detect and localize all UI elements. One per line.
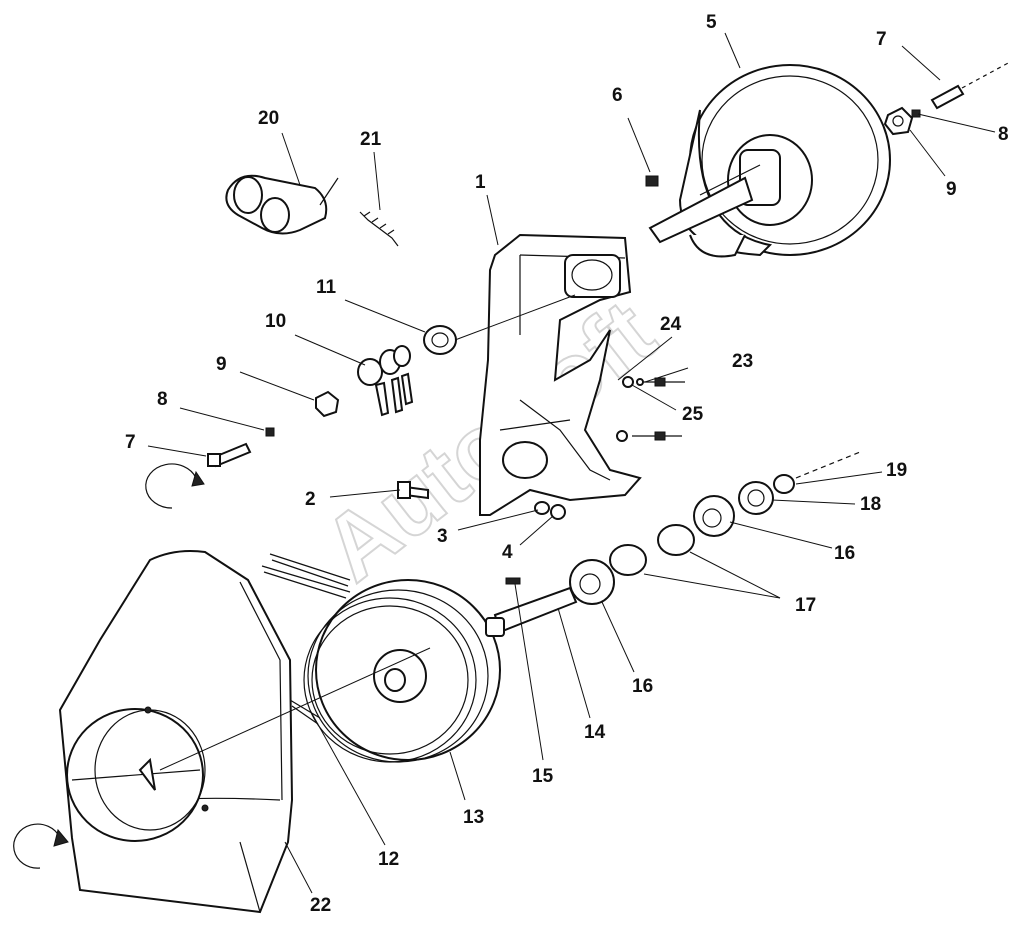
callout-23: 23 [732,351,753,372]
callout-4: 4 [502,542,513,563]
part-18-seal [738,481,774,515]
part-17-snap-rings [609,524,695,576]
part-5-blower-housing [648,64,891,258]
part-8-washer-top [911,109,921,118]
callout-8-top: 8 [998,124,1009,145]
part-7-bolt-top [930,61,1011,110]
callout-18: 18 [860,494,881,515]
part-9-nut-top [883,106,914,136]
part-25-nut [632,378,682,441]
callout-7-left: 7 [125,432,136,453]
part-3-washer [534,501,550,515]
callout-3: 3 [437,526,448,547]
callout-labels: 1 2 3 4 5 6 7 7 8 8 9 9 10 11 12 13 14 1… [125,12,1009,916]
rotation-arrow-icon-left [145,463,205,509]
callout-20: 20 [258,108,279,129]
callout-9-top: 9 [946,179,957,200]
callout-1: 1 [475,172,486,193]
callout-8-left: 8 [157,389,168,410]
part-20-bracket [225,174,339,235]
part-9-nut-left [315,390,340,418]
part-24-washer [616,376,634,442]
part-4-nut [550,504,566,520]
callout-7-top: 7 [876,29,887,50]
part-22-cover [58,550,294,914]
part-16-bearing-upper [693,495,735,537]
callout-19: 19 [886,460,907,481]
callout-17: 17 [795,595,816,616]
rotation-arrow-icon-bottom [13,823,69,869]
callout-21: 21 [360,129,382,150]
part-21-spring [359,211,399,247]
part-19-nut [773,451,861,494]
leader-lines [147,32,996,894]
callout-25: 25 [682,404,704,425]
callout-15: 15 [532,766,554,787]
callout-13: 13 [463,807,484,828]
part-13-pulley [303,579,501,763]
callout-9-left: 9 [216,354,227,375]
part-6-bolt [645,175,659,187]
callout-11: 11 [316,277,337,298]
part-10-bearing-set [357,345,414,417]
part-7-bolt-left [207,442,252,468]
part-15-key [505,577,521,585]
part-12-belts [261,553,351,725]
callout-24: 24 [660,314,682,335]
callout-16-upper: 16 [834,543,855,564]
callout-12: 12 [378,849,399,870]
callout-22: 22 [310,895,331,916]
part-14-shaft [485,586,578,637]
part-23-bolt [640,377,685,387]
part-2-bolt [397,481,429,500]
callout-5: 5 [706,12,717,33]
callout-6: 6 [612,85,623,106]
part-11-bushing [423,325,457,355]
callout-2: 2 [305,489,316,510]
part-8-washer-left [265,427,275,437]
callout-10: 10 [265,311,286,332]
part-1-main-frame [479,233,642,516]
callout-16-lower: 16 [632,676,653,697]
callout-14: 14 [584,722,606,743]
part-16-bearing-lower [569,559,615,605]
